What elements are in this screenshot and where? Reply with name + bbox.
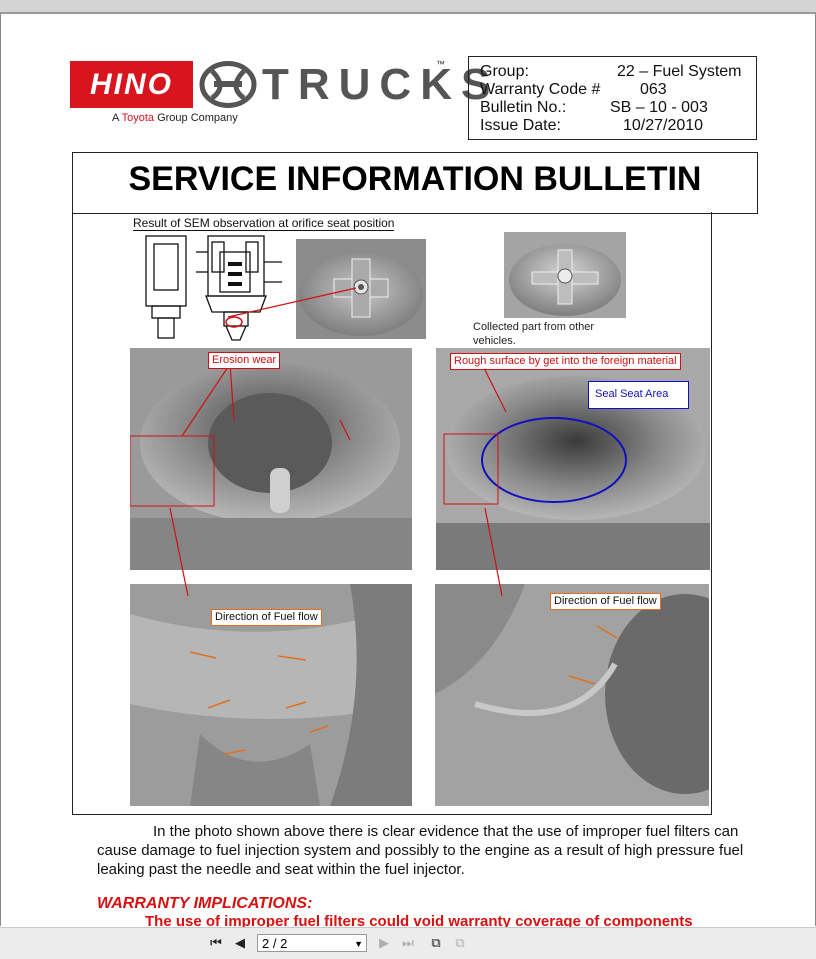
bulletin-value: SB – 10 - 003: [610, 99, 708, 116]
erosion-wear-callout: Erosion wear: [208, 352, 281, 369]
page-indicator: 2 / 2: [262, 936, 288, 951]
issue-date-value: 10/27/2010: [623, 117, 704, 134]
group-row: Group: 22 – Fuel System: [480, 63, 742, 81]
bulletin-info-box: Group: 22 – Fuel System Warranty Code # …: [468, 56, 757, 140]
issue-date-row: Issue Date: 10/27/2010: [480, 117, 703, 135]
warranty-row: Warranty Code # 063: [480, 81, 667, 99]
prev-page-icon[interactable]: ◀: [235, 935, 245, 950]
title-box: SERVICE INFORMATION BULLETIN: [72, 152, 758, 214]
sem-fuel-flow-left-photo: [130, 584, 412, 806]
figure-frame: [72, 212, 712, 815]
sem-fuel-flow-right-photo: [435, 584, 709, 806]
hino-logo-text: HINO: [70, 61, 193, 108]
seal-seat-area-callout: Seal Seat Area: [588, 381, 689, 409]
warranty-heading: WARRANTY IMPLICATIONS:: [97, 895, 313, 912]
orifice-seat-photo: [296, 239, 426, 339]
chevron-down-icon: ▼: [354, 939, 363, 949]
fit-page-icon[interactable]: ⧉: [431, 935, 441, 950]
rough-surface-callout: Rough surface by get into the foreign ma…: [450, 353, 681, 370]
warranty-value: 063: [640, 81, 667, 98]
logo-sub-toyota: Toyota: [121, 112, 155, 124]
logo-sub-prefix: A: [112, 112, 122, 124]
collected-part-caption: Collected part from other vehicles.: [473, 321, 595, 347]
injector-schematic-drawing: [145, 235, 282, 341]
group-value: 22 – Fuel System: [617, 63, 742, 80]
sem-observation-title: Result of SEM observation at orifice sea…: [133, 216, 395, 231]
warranty-text: The use of improper fuel filters could v…: [145, 913, 693, 930]
trucks-logo-text: TRUCKS: [262, 60, 500, 109]
page-title: SERVICE INFORMATION BULLETIN: [128, 160, 702, 198]
hino-emblem-icon: [199, 61, 257, 108]
first-page-icon[interactable]: ⏮: [210, 935, 222, 950]
trademark-mark: ™: [436, 59, 445, 69]
page-number-select[interactable]: 2 / 2 ▼: [257, 934, 367, 952]
fuel-flow-left-callout: Direction of Fuel flow: [211, 609, 322, 626]
issue-date-label: Issue Date:: [480, 117, 561, 134]
bulletin-label: Bulletin No.:: [480, 99, 567, 116]
viewer-top-bar: [0, 0, 816, 14]
annotation-arrows: [169, 287, 507, 597]
logo-subtitle: A Toyota Group Company: [112, 112, 238, 124]
pdf-viewer-toolbar: ⏮ ◀ 2 / 2 ▼ ▶ ⏭ ⧉ ⧉: [0, 927, 816, 959]
bulletin-row: Bulletin No.: SB – 10 - 003: [480, 99, 708, 117]
collected-part-photo: [504, 232, 626, 318]
fuel-flow-right-callout: Direction of Fuel flow: [550, 593, 661, 610]
warranty-label: Warranty Code #: [480, 81, 601, 98]
group-label: Group:: [480, 63, 529, 80]
fit-width-icon[interactable]: ⧉: [455, 935, 465, 950]
body-paragraph: In the photo shown above there is clear …: [97, 823, 744, 878]
last-page-icon[interactable]: ⏭: [402, 935, 414, 950]
logo-sub-suffix: Group Company: [154, 112, 238, 124]
next-page-icon[interactable]: ▶: [379, 935, 389, 950]
sem-rough-surface-photo: [436, 348, 710, 570]
